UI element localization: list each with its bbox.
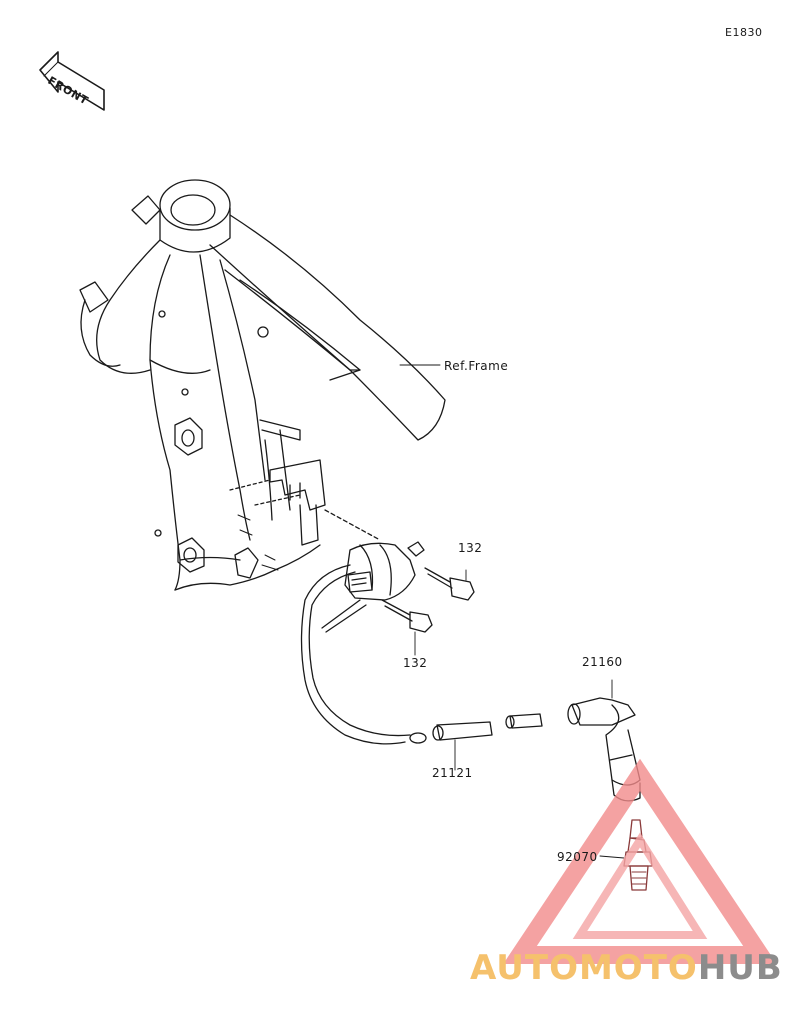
part-label-bolt-upper: 132 <box>458 541 483 555</box>
diagram-code: E1830 <box>725 26 763 39</box>
part-label-bolt-lower: 132 <box>403 656 428 670</box>
watermark-part1: AUTOMOTO <box>470 948 698 988</box>
frame-drawing <box>79 179 446 591</box>
ignition-coil-drawing <box>300 541 543 771</box>
part-label-ignition-coil: 21121 <box>432 766 473 780</box>
part-label-plug-cap: 21160 <box>582 655 623 669</box>
watermark-logo <box>503 758 777 964</box>
front-arrow-icon <box>39 51 105 111</box>
watermark-text: AUTOMOTOHUB <box>470 948 783 988</box>
part-label-spark-plug: 92070 <box>557 850 598 864</box>
frame-ref-label: Ref.Frame <box>444 359 509 373</box>
watermark-part2: HUB <box>697 948 783 988</box>
